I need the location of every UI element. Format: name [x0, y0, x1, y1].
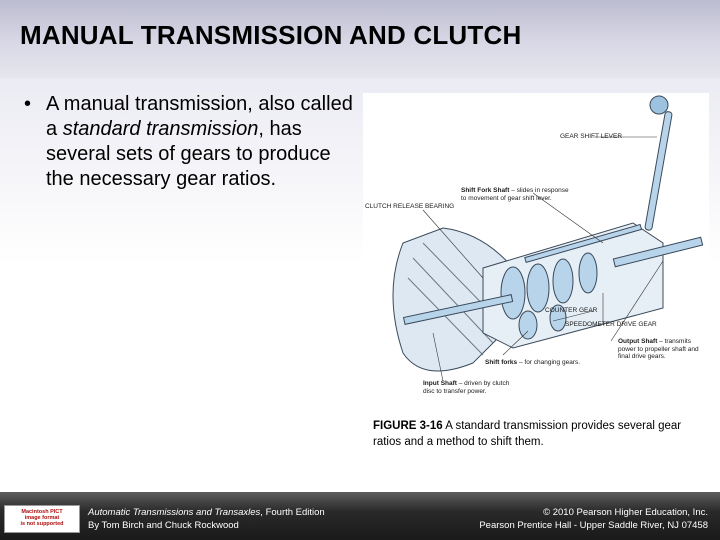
footer-authors: By Tom Birch and Chuck Rockwood — [88, 520, 239, 531]
callout-shift-forks: Shift forks – for changing gears. — [485, 359, 581, 366]
callout-output-shaft: Output Shaft – transmits power to propel… — [618, 338, 699, 360]
bullet-text-part2: , has several sets of gears to produce t… — [46, 118, 331, 190]
caption-text: A standard transmission provides several… — [373, 420, 682, 448]
gear-4 — [578, 252, 598, 294]
callout-gear-shift-lever: GEAR SHIFT LEVER — [560, 133, 623, 140]
footer-book-info: Automatic Transmissions and Transaxles, … — [88, 506, 325, 532]
transmission-illustration — [392, 95, 704, 382]
shift-knob — [649, 95, 669, 115]
footer-copyright-info: © 2010 Pearson Higher Education, Inc. Pe… — [479, 506, 708, 532]
transmission-figure: GEAR SHIFT LEVER Shift Fork Shaft – slid… — [363, 93, 709, 399]
figure-caption: FIGURE 3-16 A standard transmission prov… — [373, 418, 708, 450]
publisher-logo-placeholder: Macintosh PICT image format is not suppo… — [4, 505, 80, 533]
slide-title: MANUAL TRANSMISSION AND CLUTCH — [20, 20, 522, 50]
counter-gear-1 — [518, 310, 538, 340]
gear-shift-lever — [644, 111, 673, 231]
gear-1 — [500, 266, 526, 320]
footer-copyright: © 2010 Pearson Higher Education, Inc. — [543, 507, 708, 518]
callout-counter-gear: COUNTER GEAR — [545, 307, 598, 314]
bullet-symbol: • — [24, 93, 32, 115]
footer-publisher: Pearson Prentice Hall - Upper Saddle Riv… — [479, 520, 708, 531]
bullet-point: • A manual transmission, also called a s… — [24, 92, 354, 192]
callout-clutch-release-bearing: CLUTCH RELEASE BEARING — [365, 203, 455, 210]
bullet-text-part1: A manual transmission, also called a — [46, 93, 353, 140]
input-shaft — [402, 294, 514, 325]
callout-shift-fork-shaft: Shift Fork Shaft – slides in response to… — [461, 187, 569, 202]
bullet-text: A manual transmission, also called a sta… — [46, 92, 354, 192]
footer-edition: , Fourth Edition — [260, 507, 325, 518]
callout-speedometer-drive-gear: SPEEDOMETER DRIVE GEAR — [565, 321, 657, 328]
footer-book-title: Automatic Transmissions and Transaxles — [88, 507, 261, 518]
bullet-text-italic: standard transmission — [62, 118, 259, 140]
gear-3 — [552, 258, 574, 304]
caption-label: FIGURE 3-16 — [373, 420, 443, 432]
title-bar: MANUAL TRANSMISSION AND CLUTCH — [0, 0, 720, 78]
shift-fork-shaft — [524, 223, 643, 264]
bell-housing — [392, 227, 514, 372]
footer-bar: Macintosh PICT image format is not suppo… — [0, 492, 720, 540]
callout-input-shaft: Input Shaft – driven by clutch disc to t… — [423, 380, 510, 395]
gear-2 — [526, 263, 550, 313]
output-shaft — [612, 236, 704, 268]
